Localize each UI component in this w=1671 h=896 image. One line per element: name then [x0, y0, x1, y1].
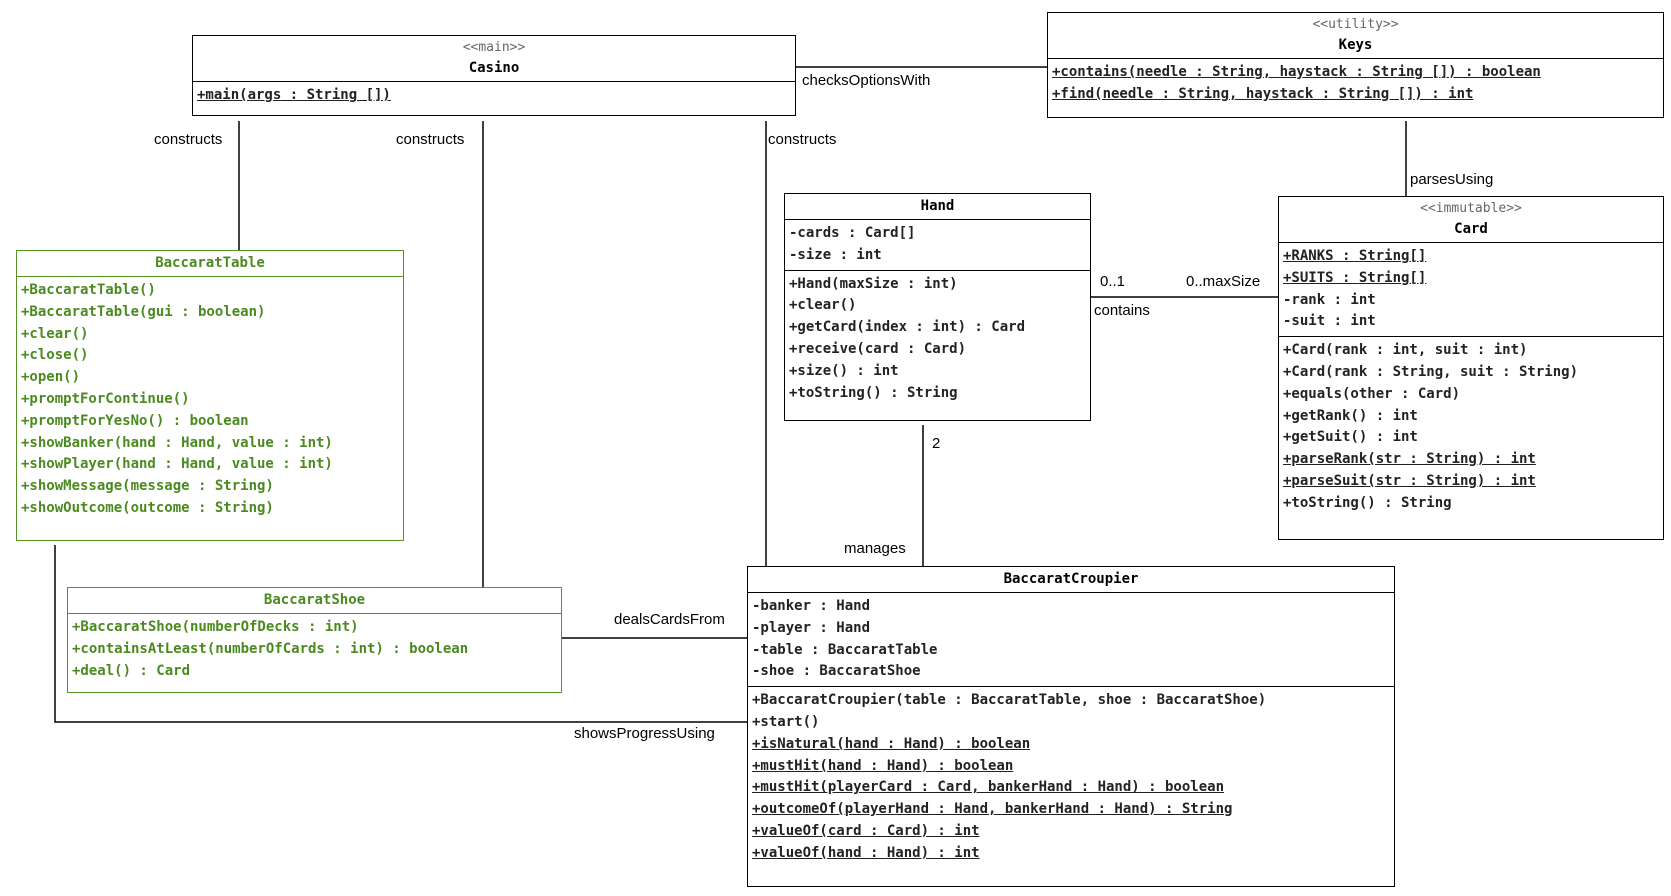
operation: +valueOf(hand : Hand) : int [752, 844, 980, 861]
attribute: -cards : Card[] [789, 225, 916, 241]
class-name: BaccaratShoe [263, 592, 366, 608]
label-deals-cards-from: dealsCardsFrom [614, 611, 725, 628]
stereotype: <<utility>> [1312, 17, 1399, 32]
operation: +BaccaratTable(gui : boolean) [21, 303, 266, 320]
operation: +toString() : String [789, 384, 958, 401]
class-name: BaccaratTable [155, 255, 265, 271]
operations: +BaccaratShoe(numberOfDecks : int) +cont… [68, 614, 561, 685]
operations: +BaccaratCroupier(table : BaccaratTable,… [748, 686, 1394, 867]
attributes: -banker : Hand -player : Hand -table : B… [748, 593, 1394, 686]
operation: +isNatural(hand : Hand) : boolean [752, 735, 1031, 752]
operation: +open() [21, 369, 81, 386]
class-header: <<immutable>> Card [1279, 197, 1663, 243]
class-header: BaccaratShoe [68, 588, 561, 614]
label-parses-using: parsesUsing [1410, 171, 1494, 188]
class-hand[interactable]: Hand -cards : Card[] -size : int +Hand(m… [784, 193, 1091, 421]
class-header: <<main>> Casino [193, 36, 795, 82]
label-contains: contains [1094, 302, 1150, 319]
attribute: -rank : int [1283, 291, 1376, 308]
operation: +containsAtLeast(numberOfCards : int) : … [72, 640, 469, 657]
class-keys[interactable]: <<utility>> Keys +contains(needle : Stri… [1047, 12, 1664, 118]
class-header: BaccaratCroupier [748, 567, 1394, 593]
operations: +main(args : String []) [193, 82, 795, 110]
class-header: BaccaratTable [17, 251, 403, 277]
operation: +BaccaratTable() [21, 282, 156, 298]
attribute: -shoe : BaccaratShoe [752, 663, 921, 680]
label-checks-options-with: checksOptionsWith [802, 72, 931, 89]
operation: +promptForContinue() [21, 390, 190, 407]
class-name: BaccaratCroupier [1003, 571, 1139, 587]
class-name: Card [1454, 221, 1488, 237]
multiplicity-hand-end: 0..1 [1100, 273, 1126, 290]
operation: +size() : int [789, 362, 899, 379]
operation: +BaccaratShoe(numberOfDecks : int) [72, 619, 359, 635]
label-constructs-table: constructs [154, 131, 223, 148]
operation: +equals(other : Card) [1283, 385, 1461, 402]
operation: +getRank() : int [1283, 407, 1418, 424]
multiplicity-card-end: 0..maxSize [1186, 273, 1261, 290]
label-constructs-shoe: constructs [396, 131, 465, 148]
operations: +contains(needle : String, haystack : St… [1048, 59, 1663, 109]
operation: +valueOf(card : Card) : int [752, 822, 980, 839]
operations: +Card(rank : int, suit : int) +Card(rank… [1279, 336, 1663, 517]
operation: +Card(rank : int, suit : int) [1283, 342, 1528, 359]
attribute: -size : int [789, 246, 882, 263]
operation: +parseSuit(str : String) : int [1283, 472, 1536, 489]
operation: +showBanker(hand : Hand, value : int) [21, 434, 333, 451]
class-baccarat-table[interactable]: BaccaratTable +BaccaratTable() +Baccarat… [16, 250, 404, 541]
class-baccarat-croupier[interactable]: BaccaratCroupier -banker : Hand -player … [747, 566, 1395, 887]
operation: +toString() : String [1283, 494, 1452, 511]
attribute: +SUITS : String[] [1283, 269, 1427, 286]
attribute: +RANKS : String[] [1283, 248, 1427, 264]
label-manages: manages [844, 540, 906, 557]
class-name: Hand [920, 198, 955, 214]
class-header: Hand [785, 194, 1090, 220]
label-constructs-croupier: constructs [768, 131, 837, 148]
attribute: -table : BaccaratTable [752, 641, 938, 658]
operation: +start() [752, 713, 820, 730]
attributes: -cards : Card[] -size : int [785, 220, 1090, 270]
operation: +deal() : Card [72, 662, 191, 679]
operation: +mustHit(playerCard : Card, bankerHand :… [752, 779, 1225, 796]
attributes: +RANKS : String[] +SUITS : String[] -ran… [1279, 243, 1663, 336]
class-name: Casino [468, 60, 520, 76]
operation: +BaccaratCroupier(table : BaccaratTable,… [752, 692, 1267, 709]
class-card[interactable]: <<immutable>> Card +RANKS : String[] +SU… [1278, 196, 1664, 540]
operation: +Card(rank : String, suit : String) [1283, 363, 1579, 380]
class-casino[interactable]: <<main>> Casino +main(args : String []) [192, 35, 796, 116]
operations: +Hand(maxSize : int) +clear() +getCard(i… [785, 269, 1090, 408]
operation: +getSuit() : int [1283, 429, 1418, 446]
operation: +getCard(index : int) : Card [789, 319, 1026, 336]
stereotype: <<immutable>> [1420, 201, 1522, 216]
operation: +showOutcome(outcome : String) [21, 499, 274, 516]
link-croupier-table [54, 545, 747, 723]
operation: +contains(needle : String, haystack : St… [1052, 64, 1541, 80]
operation: +find(needle : String, haystack : String… [1052, 85, 1474, 102]
operation: +close() [21, 347, 89, 364]
attribute: -banker : Hand [752, 598, 871, 614]
operation: +showPlayer(hand : Hand, value : int) [21, 456, 333, 473]
operation: +main(args : String []) [197, 87, 391, 103]
operation: +clear() [21, 325, 89, 342]
operation: +mustHit(hand : Hand) : boolean [752, 757, 1014, 774]
attribute: -player : Hand [752, 619, 871, 636]
operations: +BaccaratTable() +BaccaratTable(gui : bo… [17, 277, 403, 523]
class-name: Keys [1338, 37, 1373, 53]
operation: +clear() [789, 297, 857, 314]
attribute: -suit : int [1283, 313, 1376, 330]
operation: +promptForYesNo() : boolean [21, 412, 249, 429]
multiplicity-hand-count: 2 [932, 435, 941, 452]
class-header: <<utility>> Keys [1048, 13, 1663, 59]
label-shows-progress-using: showsProgressUsing [574, 725, 715, 742]
operation: +outcomeOf(playerHand : Hand, bankerHand… [752, 801, 1233, 818]
stereotype: <<main>> [462, 40, 526, 55]
operation: +parseRank(str : String) : int [1283, 451, 1536, 468]
operation: +receive(card : Card) [789, 340, 967, 357]
class-baccarat-shoe[interactable]: BaccaratShoe +BaccaratShoe(numberOfDecks… [67, 587, 562, 693]
operation: +showMessage(message : String) [21, 478, 274, 495]
operation: +Hand(maxSize : int) [789, 275, 958, 292]
